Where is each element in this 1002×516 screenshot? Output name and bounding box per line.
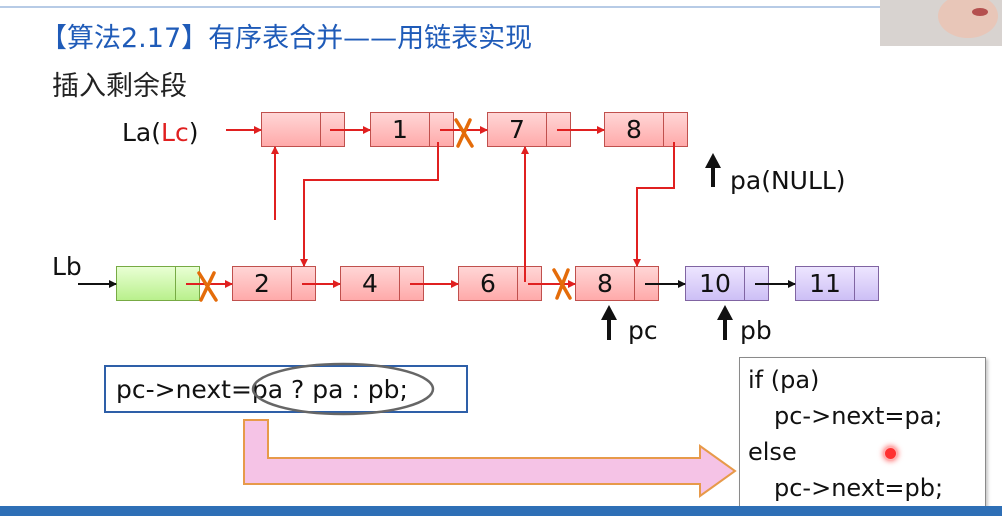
presenter-face [938,0,998,38]
node-next-field [399,267,423,300]
link-1-to-2 [300,142,439,267]
node-data: 1 [392,115,408,144]
laser-pointer-dot [883,446,898,461]
pc-pointer-label: pc [628,316,658,345]
node-data: 8 [626,115,642,144]
slide-footer-bar [0,506,1002,516]
node-data: 11 [809,269,841,298]
node-next-field [634,267,658,300]
cut-mark [552,268,572,300]
node-next-field [291,267,315,300]
code-line: pc->next=pb; [774,474,944,502]
node-next-field [854,267,878,300]
pa-pointer-label: pa(NULL) [730,166,846,195]
node-data: 2 [254,269,270,298]
lb-node-11: 11 [795,266,879,301]
cut-mark [454,118,474,148]
ternary-code-box: pc->next=pa ? pa : pb; [104,365,468,413]
node-data: 10 [699,269,731,298]
pc-pointer-arrow [601,305,617,340]
pa-pointer-arrow [705,153,721,187]
code-line: else [748,438,797,466]
ternary-code-text: pc->next=pa ? pa : pb; [116,375,408,404]
node-data: 6 [480,269,496,298]
pb-pointer-arrow [717,305,733,340]
lb-node-4: 4 [340,266,424,301]
flow-arrow [243,419,737,498]
cut-mark [197,271,218,302]
node-next-field [320,113,344,146]
presenter-webcam [880,0,1002,46]
title-rule [0,6,880,8]
node-data: 4 [362,269,378,298]
la-label-suffix: ) [188,118,199,147]
code-line: pc->next=pa; [774,402,943,430]
lb-label: Lb [52,252,82,281]
link-8-to-8 [633,142,675,267]
la-label: La(Lc) [122,118,198,147]
node-next-field [517,267,541,300]
node-next-field [429,113,453,146]
node-next-field [546,113,570,146]
node-data: 7 [509,115,525,144]
node-data: 8 [597,269,613,298]
node-next-field [744,267,768,300]
presenter-lip [972,8,988,16]
if-else-code-box: if (pa) pc->next=pa; else pc->next=pb; [739,357,986,507]
node-next-field [175,267,199,300]
node-next-field [663,113,687,146]
pb-pointer-label: pb [740,316,772,345]
la-label-prefix: La( [122,118,162,147]
lc-label-highlight: Lc [161,118,189,147]
la-node-8: 8 [604,112,688,147]
lb-node-2: 2 [232,266,316,301]
slide-title: 【算法2.17】有序表合并——用链表实现 [40,23,533,54]
code-line: if (pa) [748,366,820,394]
slide-subtitle: 插入剩余段 [52,71,187,102]
